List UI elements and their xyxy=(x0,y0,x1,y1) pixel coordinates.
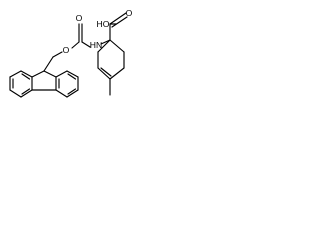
bond xyxy=(43,70,57,78)
bond xyxy=(55,89,68,98)
bond-double-inner xyxy=(100,67,112,77)
amide-nitrogen-label: HN xyxy=(90,40,102,50)
structure-diagram: O O HN HO O xyxy=(9,8,133,98)
ester-oxygen-label: O xyxy=(76,13,83,23)
bond xyxy=(20,70,33,78)
carbamate-oxygen-label: O xyxy=(63,45,70,55)
bond xyxy=(43,56,54,72)
hydroxyl-label: HO xyxy=(97,19,110,29)
cyclohexene-ring xyxy=(97,39,125,96)
bond-double xyxy=(111,16,128,28)
fluorene-left-ring xyxy=(9,70,33,98)
fluorene-right-ring xyxy=(55,70,79,98)
bond xyxy=(109,12,127,25)
carbamate-linker xyxy=(43,23,111,72)
bond xyxy=(52,51,63,58)
fluorene-five-ring xyxy=(31,70,57,91)
bond-double-inner xyxy=(21,73,31,80)
bond xyxy=(66,70,79,78)
bond xyxy=(31,70,45,78)
bond xyxy=(100,39,111,45)
bond xyxy=(97,67,111,80)
bond xyxy=(109,67,125,80)
bond xyxy=(109,39,125,53)
bond xyxy=(81,41,91,48)
bond xyxy=(55,70,68,78)
bond-double-inner xyxy=(21,88,31,95)
carboxylic-acid xyxy=(109,12,128,41)
bond xyxy=(20,89,33,98)
bond xyxy=(9,70,22,78)
bond xyxy=(66,89,79,98)
bond xyxy=(97,39,111,53)
bond xyxy=(9,89,22,98)
atom-labels: O O HN HO O xyxy=(63,8,133,55)
acid-carbonyl-oxygen-label: O xyxy=(126,8,133,18)
bond xyxy=(71,41,80,49)
bond-double-inner xyxy=(67,73,77,80)
bond-double-inner xyxy=(67,88,77,95)
